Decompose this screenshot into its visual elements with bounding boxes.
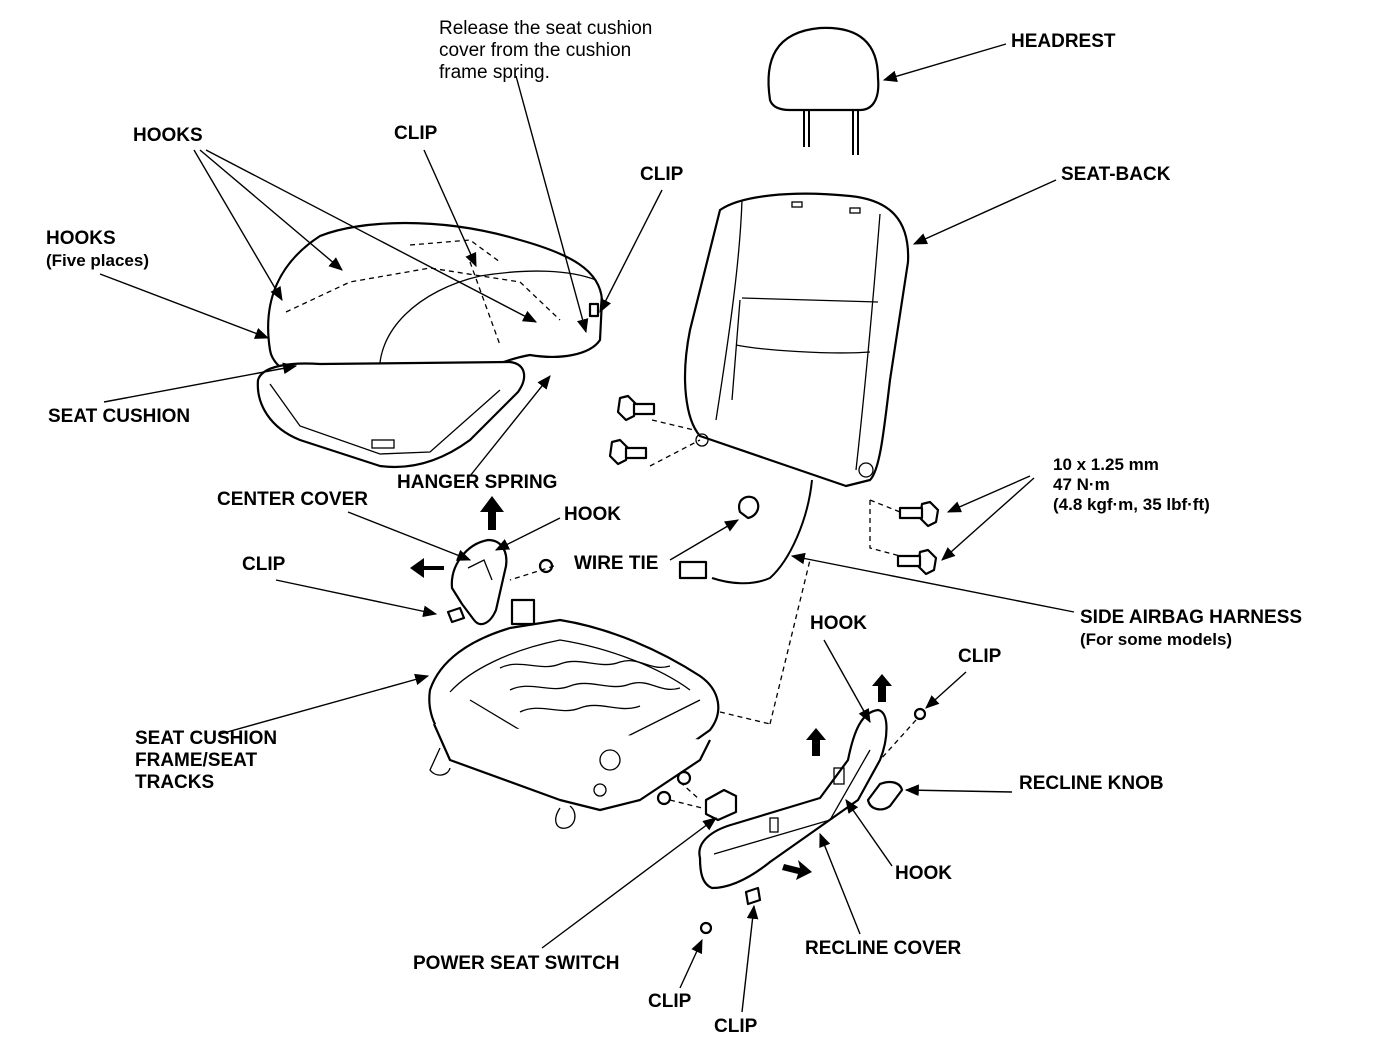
label-clip-left: CLIP bbox=[242, 554, 286, 575]
leader-lines bbox=[99, 43, 1075, 1013]
label-hooks-top: HOOKS bbox=[133, 125, 203, 146]
headrest-icon bbox=[767, 26, 880, 155]
label-clip-bottom-2: CLIP bbox=[714, 1016, 758, 1037]
torque-nm: 47 N·m bbox=[1053, 475, 1110, 494]
label-side-airbag-sub: (For some models) bbox=[1080, 630, 1233, 649]
label-center-cover: CENTER COVER bbox=[217, 489, 368, 510]
label-recline-cover: RECLINE COVER bbox=[805, 938, 962, 959]
label-headrest: HEADREST bbox=[1011, 31, 1116, 52]
label-side-airbag: SIDE AIRBAG HARNESS bbox=[1080, 607, 1303, 628]
release-note-line-2: cover from the cushion bbox=[439, 40, 632, 61]
label-clip-top-center: CLIP bbox=[394, 123, 438, 144]
label-clip-recline: CLIP bbox=[958, 646, 1002, 667]
release-note: Release the seat cushion cover from the … bbox=[439, 18, 652, 84]
frame-tracks-line-3: TRACKS bbox=[135, 772, 215, 793]
label-power-seat-switch: POWER SEAT SWITCH bbox=[413, 953, 620, 974]
torque-size: 10 x 1.25 mm bbox=[1053, 455, 1159, 474]
label-hook-recline-bottom: HOOK bbox=[895, 863, 952, 884]
seat-back-icon bbox=[683, 192, 910, 488]
label-seat-back: SEAT-BACK bbox=[1061, 164, 1171, 185]
release-note-line-1: Release the seat cushion bbox=[439, 18, 653, 39]
label-clip-top-right: CLIP bbox=[640, 164, 684, 185]
label-recline-knob: RECLINE KNOB bbox=[1019, 773, 1164, 794]
label-clip-bottom-1: CLIP bbox=[648, 991, 692, 1012]
frame-tracks-line-2: FRAME/SEAT bbox=[135, 750, 258, 771]
label-hook-center: HOOK bbox=[564, 504, 621, 525]
label-torque: 10 x 1.25 mm 47 N·m (4.8 kgf·m, 35 lbf·f… bbox=[1053, 455, 1210, 515]
label-hooks-five: HOOKS bbox=[46, 228, 116, 249]
airbag-connector-icon bbox=[678, 479, 813, 725]
label-hook-recline-top: HOOK bbox=[810, 613, 867, 634]
label-wire-tie: WIRE TIE bbox=[574, 553, 659, 574]
label-hooks-five-sub: (Five places) bbox=[46, 251, 149, 270]
label-frame-tracks: SEAT CUSHION FRAME/SEAT TRACKS bbox=[135, 728, 277, 794]
recline-cover-icon bbox=[698, 708, 888, 890]
power-seat-switch-icon bbox=[704, 788, 738, 822]
label-hanger-spring: HANGER SPRING bbox=[397, 472, 558, 493]
release-note-line-3: frame spring. bbox=[439, 62, 550, 83]
label-seat-cushion: SEAT CUSHION bbox=[48, 406, 191, 427]
frame-tracks-line-1: SEAT CUSHION bbox=[135, 728, 278, 749]
recline-knob-icon bbox=[866, 780, 904, 811]
torque-kgf: (4.8 kgf·m, 35 lbf·ft) bbox=[1053, 495, 1210, 514]
wire-tie-icon bbox=[738, 495, 760, 520]
bolt-icon bbox=[608, 394, 940, 576]
seat-cushion-frame-icon bbox=[428, 598, 720, 829]
move-direction-arrows bbox=[410, 496, 892, 880]
clip-icon bbox=[446, 302, 927, 935]
seat-cushion-icon bbox=[256, 221, 604, 469]
